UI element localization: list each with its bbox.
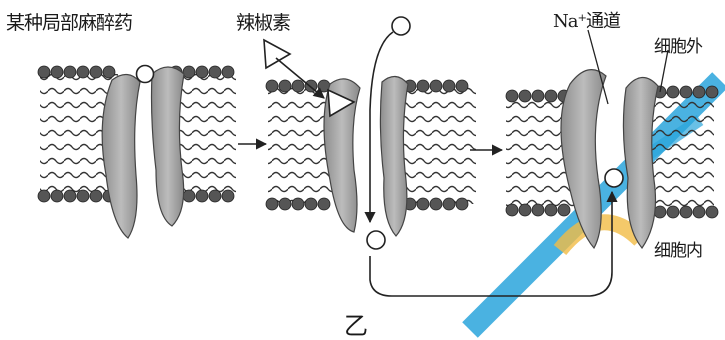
na-channel-label: Na⁺通道	[553, 7, 620, 33]
anesthetic-label: 某种局部麻醉药	[6, 8, 132, 35]
capsaicin-label: 辣椒素	[236, 8, 290, 35]
figure-caption: 乙	[344, 306, 368, 340]
cell-inside-label: 细胞内	[654, 236, 702, 261]
cell-outside-label: 细胞外	[654, 32, 702, 57]
